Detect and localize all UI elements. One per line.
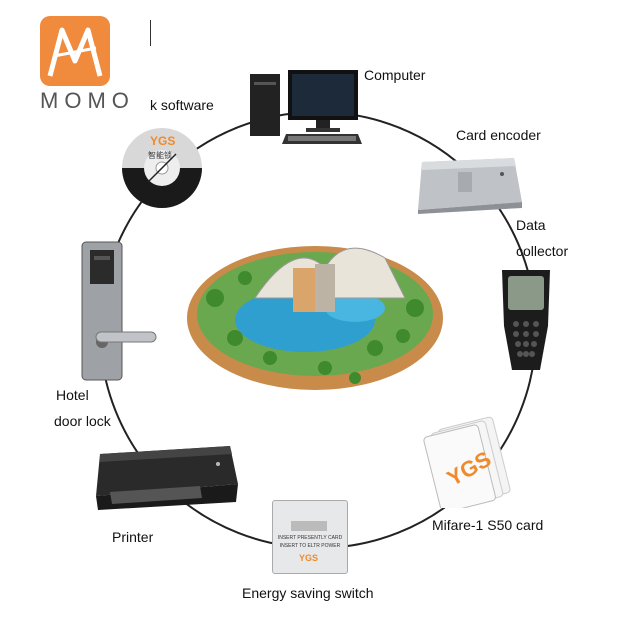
mifare-cards-image: [420, 414, 512, 508]
label-hotel: Hotel: [56, 387, 89, 403]
label-collector: collector: [516, 243, 569, 259]
brand-logo: [40, 16, 110, 86]
software-cd-image: [120, 126, 204, 210]
cd-brand-cn: 智能锁: [148, 151, 172, 160]
switch-brand: YGS: [299, 553, 319, 563]
door-lock-image: [80, 240, 160, 384]
label-data: Data: [516, 217, 546, 233]
label-computer: Computer: [364, 67, 426, 83]
cd-brand: YGS: [150, 134, 176, 148]
label-software: k software: [150, 97, 214, 113]
switch-text-1: INSERT PRESENTLY CARD: [277, 535, 343, 541]
divider: [150, 20, 151, 46]
label-energy-switch: Energy saving switch: [242, 585, 374, 601]
switch-text-2: INSERT TO ELTR POWER: [279, 543, 341, 549]
card-encoder-image: [414, 152, 524, 214]
logo-mark: [40, 16, 110, 86]
label-card-encoder: Card encoder: [456, 127, 541, 143]
label-printer: Printer: [112, 529, 154, 545]
logo-text: MOMO: [40, 88, 135, 113]
data-collector-image: [496, 266, 556, 376]
label-mifare-card: Mifare-1 S50 card: [432, 517, 544, 533]
hotel-resort-image: [175, 228, 455, 408]
printer-image: [90, 444, 240, 510]
computer-image: [250, 68, 365, 148]
energy-switch-image: INSERT PRESENTLY CARD INSERT TO ELTR POW…: [272, 500, 348, 574]
card-slot: [291, 521, 327, 531]
label-door-lock: door lock: [54, 413, 111, 429]
